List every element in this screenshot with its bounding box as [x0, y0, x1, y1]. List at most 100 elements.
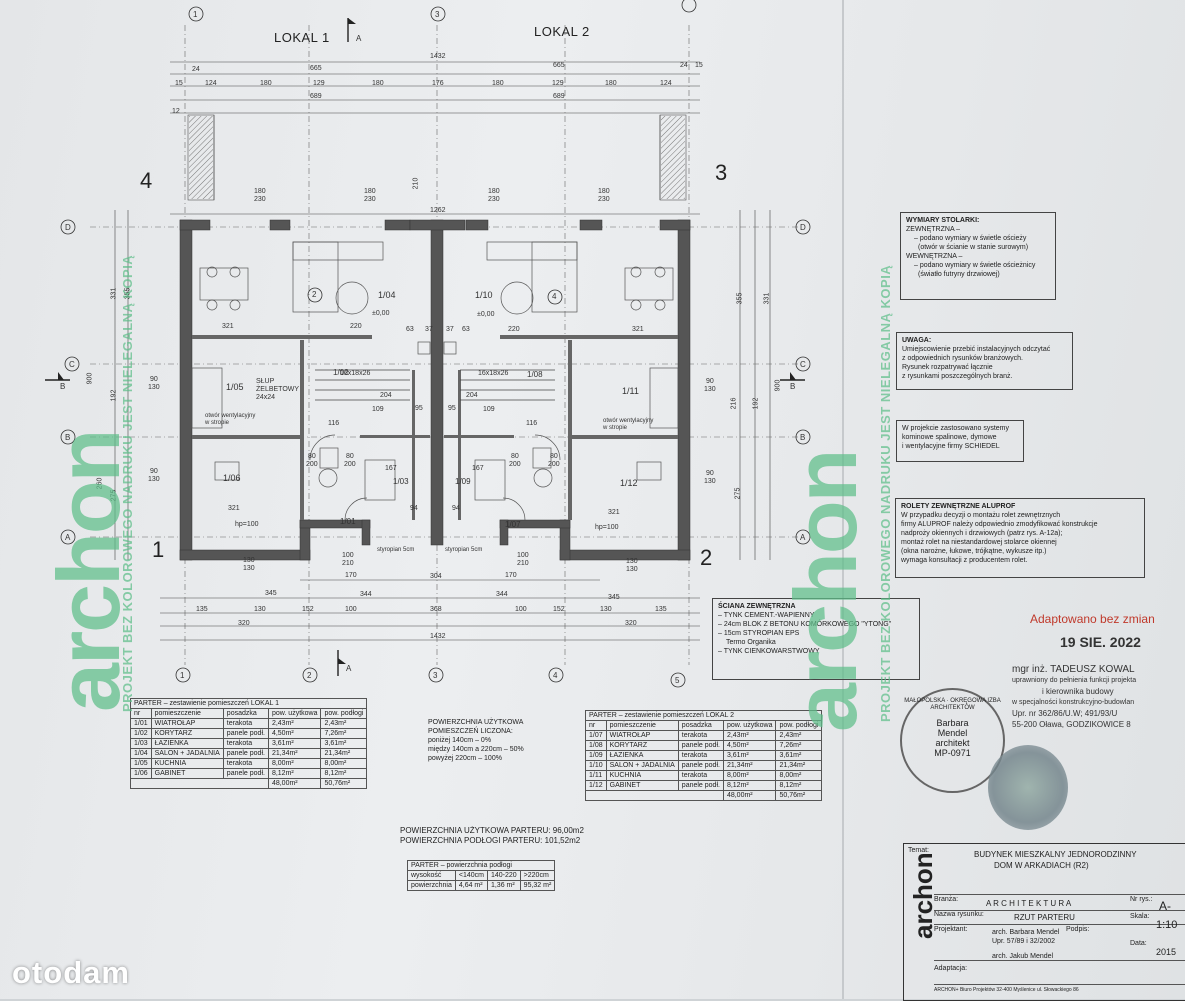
room-dim-321-c: 321: [228, 505, 240, 512]
floor-totals: POWIERZCHNIA UŻYTKOWA PARTERU: 96,00m2 P…: [400, 826, 584, 845]
side-dim-right-900: 900: [774, 379, 782, 392]
room-1-08: 1/08: [527, 370, 543, 379]
grid-num-1: 1: [193, 10, 198, 19]
architect-seal: MAŁOPOLSKA · OKRĘGOWA IZBA ARCHITEKTÓW B…: [900, 688, 1005, 793]
room-dim-109-b: 109: [483, 406, 495, 413]
axis-marker-3: 3: [715, 160, 728, 185]
th: nr: [585, 720, 607, 731]
section-mark-a-top: A: [356, 34, 362, 43]
tb-temat2: DOM W ARKADIACH (R2): [994, 861, 1089, 870]
grid-letter-d-left: D: [65, 223, 71, 232]
room-dim-321-d: 321: [608, 509, 620, 516]
dim-top-right-total: 665: [553, 62, 565, 69]
note-rolety: ROLETY ZEWNĘTRZNE ALUPROF W przypadku de…: [895, 498, 1145, 578]
tb-nr-label: Nr rys.:: [1130, 896, 1153, 903]
grid-num-3: 3: [435, 10, 440, 19]
side-dim-left-900: 900: [86, 372, 94, 385]
adapt-stamp-title: Adaptowano bez zmian: [1030, 612, 1155, 626]
room-1-04: 1/04: [378, 290, 396, 300]
axis-marker-2: 2: [700, 545, 713, 570]
dim-bottom-l1: 130: [254, 606, 266, 613]
styro-label-2: styropian 5cm: [445, 547, 483, 553]
dim-terrace: 210: [412, 177, 420, 190]
axis-marker-1: 1: [152, 537, 165, 562]
tb-nazwa: RZUT PARTERU: [1014, 913, 1075, 922]
th: posadzka: [677, 720, 724, 731]
room-dim-95-b: 95: [448, 405, 456, 412]
tb-data-label: Data:: [1130, 940, 1147, 947]
dim-top-bay: 1262: [430, 207, 446, 214]
dim-bottom-l3: 100: [345, 606, 357, 613]
room-dim-37-b: 37: [446, 326, 454, 333]
note-sciana: ŚCIANA ZEWNĘTRZNA – TYNK CEMENT.-WAPIENN…: [712, 598, 920, 680]
tb-branza-label: Branża:: [934, 896, 959, 903]
dim-bottom-total: 1432: [430, 633, 446, 640]
engineer-stamp: mgr inż. TADEUSZ KOWAL uprawniony do peł…: [1012, 664, 1137, 729]
room-dim-321-b: 321: [632, 326, 644, 333]
room-1-10: 1/10: [475, 290, 493, 300]
grid-num-4: 4: [553, 671, 558, 680]
th: pow. użytkowa: [267, 708, 322, 719]
grid-letter-d: D: [800, 223, 806, 232]
dim-top-left-inner: 689: [310, 93, 322, 100]
th: pow. podłogi: [320, 708, 368, 719]
dim-top-center: 176: [432, 80, 444, 87]
grid-letter-a: A: [800, 533, 806, 542]
dim-bottom-row2-r1: 320: [625, 620, 637, 627]
room-dim-63-a: 63: [406, 326, 414, 333]
dim-top-edge1: 24: [192, 66, 200, 73]
grid-letter-b-left: B: [65, 433, 71, 442]
grid-num-1b: 1: [180, 671, 185, 680]
tb-temat1: BUDYNEK MIESZKALNY JEDNORODZINNY: [974, 850, 1137, 859]
dim-top-r1: 129: [552, 80, 564, 87]
tb-podpis-label: Podpis:: [1066, 926, 1090, 933]
lokal2-header: LOKAL 2: [534, 24, 590, 39]
dim-top-small: 12: [172, 108, 180, 115]
dim-bottom-row2-l1: 344: [360, 591, 372, 598]
adapt-stamp-date: 19 SIE. 2022: [1060, 634, 1141, 650]
dim-bottom-row3-2: 170: [505, 572, 517, 579]
lokal1-header: LOKAL 1: [274, 30, 330, 45]
room-1-11: 1/11: [622, 386, 639, 396]
dim-bottom-r3: 135: [655, 606, 667, 613]
dim-bottom-row2-center: 304: [430, 573, 442, 580]
dim-bottom-r2: 130: [600, 606, 612, 613]
room-dim-95-a: 95: [415, 405, 423, 412]
room-1-07: 1/07: [505, 520, 521, 529]
dim-bottom-r0: 100: [515, 606, 527, 613]
section-mark-b-right: B: [790, 382, 796, 391]
circle-label-4: 4: [552, 292, 557, 301]
area-calc-note: POWIERZCHNIA UŻYTKOWA POMIESZCZEŃ LICZON…: [428, 719, 524, 762]
tb-adapt-label: Adaptacja:: [934, 965, 968, 972]
room-hp-1: hp=100: [235, 521, 259, 528]
dim-top-l0: 124: [205, 80, 217, 87]
tb-nazwa-label: Nazwa rysunku:: [934, 911, 984, 918]
room-dim-204-a: 204: [380, 392, 392, 399]
stair-dim-2: 16x18x26: [478, 370, 509, 377]
dim-top-r0: 180: [492, 80, 504, 87]
dim-bottom-l2: 152: [302, 606, 314, 613]
tb-branza: A R C H I T E K T U R A: [986, 899, 1072, 908]
room-1-03: 1/03: [393, 477, 409, 486]
th: pow. użytkowa: [722, 720, 777, 731]
grid-num-5: 5: [675, 676, 680, 685]
grid-num-2: 2: [307, 671, 312, 680]
section-mark-b-left: B: [60, 382, 66, 391]
